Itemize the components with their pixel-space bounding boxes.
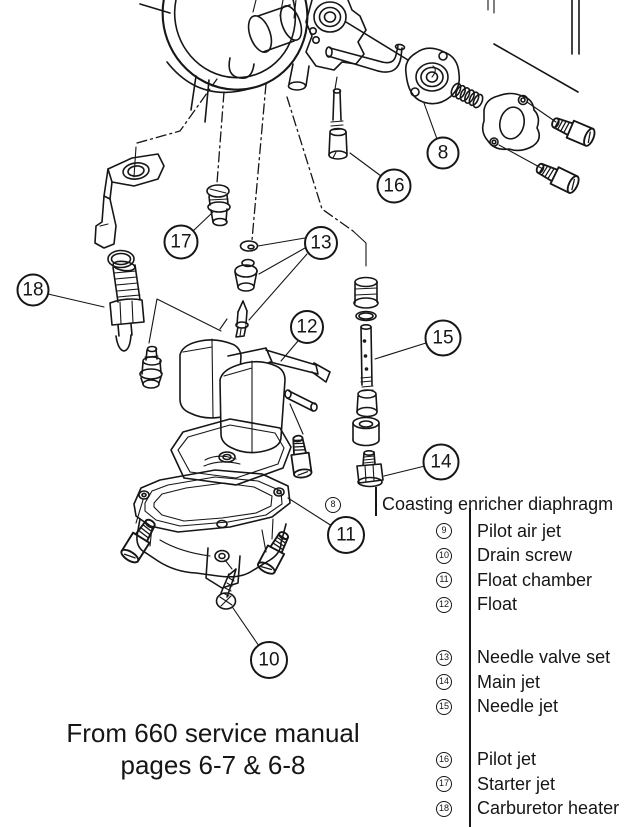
callout-number: 14 bbox=[430, 452, 452, 473]
needle-jet-assembly bbox=[352, 230, 427, 488]
carburetor-heater bbox=[47, 260, 145, 352]
parts-legend: 8 Coasting enricher diaphragm 9 Pilot air… bbox=[320, 487, 640, 827]
enricher-cover bbox=[481, 92, 541, 152]
float-chamber bbox=[133, 469, 333, 589]
caption: From 660 service manual pages 6-7 & 6-8 bbox=[38, 717, 388, 781]
legend-divider-first bbox=[375, 487, 377, 516]
legend-label: Carburetor heater bbox=[477, 798, 620, 819]
legend-row: 11 Float chamber bbox=[320, 568, 619, 593]
legend-row: 12 Float bbox=[320, 593, 619, 618]
callout-number: 15 bbox=[432, 328, 453, 349]
legend-row: 17 Starter jet bbox=[320, 772, 619, 797]
legend-label: Starter jet bbox=[477, 773, 556, 794]
pilot-jet bbox=[328, 76, 382, 177]
callout-circle bbox=[422, 443, 460, 481]
callout-16: 16 bbox=[376, 168, 412, 204]
legend-number-badge: 17 bbox=[436, 776, 452, 793]
callout-circle bbox=[424, 319, 462, 357]
needle-valve-set bbox=[234, 237, 308, 338]
callout-circle bbox=[16, 273, 50, 307]
enricher-diaphragm-assembly bbox=[345, 21, 598, 196]
legend-number-badge: 12 bbox=[436, 596, 452, 613]
callout-circle bbox=[250, 641, 288, 679]
chamber-screw-right bbox=[255, 527, 295, 577]
drain-screw bbox=[215, 568, 260, 647]
assembly-leader-lines bbox=[133, 78, 354, 241]
needle-jet-spacer bbox=[352, 416, 380, 447]
legend-label: Drain screw bbox=[477, 545, 573, 566]
main-jet bbox=[356, 449, 426, 488]
callout-number: 16 bbox=[383, 176, 404, 197]
callout-number: 10 bbox=[258, 650, 279, 671]
legend-number-badge: 11 bbox=[436, 572, 452, 589]
legend-row: 14 Main jet bbox=[320, 670, 619, 695]
callout-number: 18 bbox=[22, 280, 43, 301]
legend-row: 18 Carburetor heater bbox=[320, 797, 619, 822]
legend-number-badge: 8 bbox=[325, 496, 341, 513]
callout-15: 15 bbox=[424, 319, 462, 357]
float bbox=[179, 338, 331, 454]
legend-group: 16 Pilot jet 17 Starter jet 18 Carburetor hea… bbox=[320, 748, 619, 822]
caption-line-2: pages 6-7 & 6-8 bbox=[120, 750, 306, 780]
legend-number-badge: 15 bbox=[436, 698, 452, 715]
callout-number: 13 bbox=[310, 233, 331, 254]
legend-row: 9 Pilot air jet bbox=[320, 519, 619, 544]
legend-number-badge: 9 bbox=[436, 523, 452, 540]
legend-number-badge: 10 bbox=[436, 547, 452, 564]
callout-13: 13 bbox=[304, 226, 338, 260]
legend-row: 8 Coasting enricher diaphragm bbox=[320, 494, 613, 515]
legend-label: Float chamber bbox=[477, 569, 593, 590]
legend-number-badge: 16 bbox=[436, 751, 452, 768]
legend-row: 13 Needle valve set bbox=[320, 646, 619, 671]
callout-circle bbox=[327, 516, 365, 554]
legend-row: 15 Needle jet bbox=[320, 695, 619, 720]
mounting-bracket bbox=[94, 153, 165, 249]
callout-8: 8 bbox=[426, 136, 460, 170]
callout-12: 12 bbox=[290, 310, 324, 344]
page-frame-lines bbox=[487, 0, 580, 93]
legend-label: Needle jet bbox=[477, 696, 559, 717]
legend-divider bbox=[469, 508, 471, 827]
legend-label: Float bbox=[477, 594, 518, 615]
enricher-spring bbox=[450, 82, 484, 109]
callout-circle bbox=[426, 136, 460, 170]
float-pivot-screw bbox=[287, 433, 313, 480]
pilot-air-jet bbox=[139, 298, 228, 389]
float-chamber-gasket bbox=[170, 418, 292, 486]
callout-11: 11 bbox=[327, 516, 365, 554]
legend-label: Pilot air jet bbox=[477, 520, 562, 541]
callout-number: 8 bbox=[438, 143, 449, 164]
legend-number-badge: 18 bbox=[436, 800, 452, 817]
legend-row: 16 Pilot jet bbox=[320, 748, 619, 773]
legend-label: Coasting enricher diaphragm bbox=[382, 494, 614, 514]
o-ring bbox=[107, 249, 135, 269]
callout-circle bbox=[163, 224, 199, 260]
callout-circle bbox=[290, 310, 324, 344]
legend-label: Main jet bbox=[477, 671, 541, 692]
callout-number: 17 bbox=[170, 232, 191, 253]
starter-jet bbox=[192, 184, 231, 232]
callout-18: 18 bbox=[16, 273, 50, 307]
callout-14: 14 bbox=[422, 443, 460, 481]
callout-number: 11 bbox=[336, 525, 356, 546]
callout-10: 10 bbox=[250, 641, 288, 679]
carburetor-body bbox=[139, 0, 406, 123]
legend-number-badge: 13 bbox=[436, 649, 452, 666]
legend-row: 10 Drain screw bbox=[320, 544, 619, 569]
callout-17: 17 bbox=[163, 224, 199, 260]
callout-layer: 8 16 17 13 18 12 15 14 11 10 bbox=[16, 136, 462, 679]
callout-number: 12 bbox=[296, 317, 317, 338]
legend-group: 13 Needle valve set 14 Main jet 15 Needle jet bbox=[320, 646, 619, 720]
legend-label: Pilot jet bbox=[477, 749, 537, 770]
callout-circle bbox=[304, 226, 338, 260]
callout-circle bbox=[376, 168, 412, 204]
caption-line-1: From 660 service manual bbox=[66, 718, 360, 748]
legend-label: Needle valve set bbox=[477, 647, 611, 668]
legend-number-badge: 14 bbox=[436, 674, 452, 691]
